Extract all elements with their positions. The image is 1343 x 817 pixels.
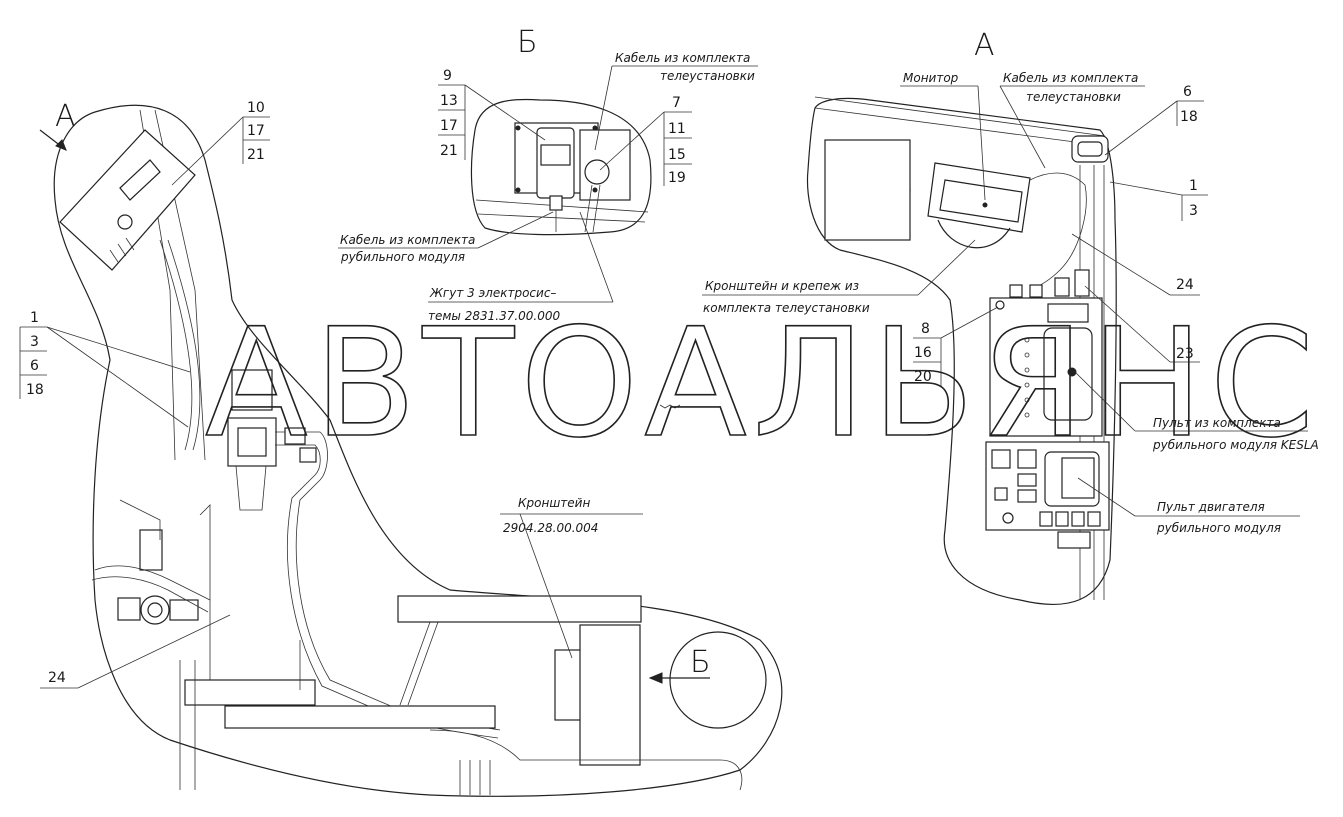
callout-main-top-2: 17 [247, 123, 265, 139]
callout-a-panel-3: 20 [914, 369, 932, 385]
a-cable-tele-text-2: телеустановки [1026, 90, 1121, 104]
callout-main-24: 24 [40, 614, 231, 689]
pipe-coupling-2 [299, 447, 317, 463]
a-panel-text-1: Пульт из комплекта [1153, 416, 1281, 430]
callout-main-top-3: 21 [247, 147, 265, 163]
top-control-box [59, 129, 196, 271]
callout-a-panel: 8 16 20 [913, 306, 999, 386]
main-view-outline [53, 104, 783, 797]
callout-b-right-4: 19 [668, 170, 686, 186]
callout-main-top: 10 17 21 [171, 100, 270, 186]
callout-a-panel-2: 16 [914, 345, 932, 361]
a-engine-text-2: рубильного модуля [1156, 521, 1281, 535]
a-bracket-label: Кронштейн и крепеж из комплекта телеуста… [702, 239, 976, 315]
valve-assembly [91, 499, 211, 701]
base-structure [179, 640, 496, 790]
callout-main-left-2: 3 [30, 334, 39, 350]
stray-mark [659, 404, 681, 409]
b-cable-chip-text-1: Кабель из комплекта [340, 233, 475, 247]
cable-run-1 [159, 239, 193, 451]
hydraulic-cylinder [397, 595, 743, 795]
a-monitor-text: Монитор [903, 71, 959, 85]
callout-b-right-3: 15 [668, 147, 686, 163]
callout-a-mid-2: 3 [1189, 203, 1198, 219]
callout-b-left-3: 17 [440, 118, 458, 134]
view-a-arrow-head [55, 139, 67, 151]
a-bracket-text-2: комплекта телеустановки [703, 301, 870, 315]
callout-b-right: 7 11 15 19 [599, 95, 692, 186]
detail-b-marker-label: Б [690, 645, 711, 680]
pipe-coupling-1 [284, 427, 306, 445]
a-cable-tele-text-1: Кабель из комплекта [1003, 71, 1138, 85]
callout-a-mid-1: 1 [1189, 178, 1198, 194]
callout-main-left-3: 6 [30, 358, 39, 374]
b-cable-tele-text-1: Кабель из комплекта [615, 51, 750, 65]
a-bracket-text-1: Кронштейн и крепеж из [705, 279, 859, 293]
callout-b-left-1: 9 [443, 68, 452, 84]
callout-a-top-1: 6 [1183, 84, 1192, 100]
callout-b-left-2: 13 [440, 93, 458, 109]
b-harness-label: Жгут 3 электросис– темы 2831.37.00.000 [428, 211, 614, 323]
a-panel-kesla-label: Пульт из комплекта рубильного модуля KES… [1074, 371, 1319, 452]
callout-a-panel-1: 8 [921, 321, 930, 337]
view-a-detail-label: А [974, 28, 995, 63]
view-b [470, 98, 652, 236]
a-panel-text-2: рубильного модуля KESLA [1152, 438, 1319, 452]
callout-a-23-num: 23 [1176, 346, 1194, 362]
callout-a-top: 6 18 [1104, 84, 1204, 156]
cable-run-2 [167, 239, 201, 451]
callout-main-top-1: 10 [247, 100, 265, 116]
main-view: Б [39, 104, 783, 797]
callout-main-left-4: 18 [26, 382, 44, 398]
callout-main-left-1: 1 [30, 310, 39, 326]
engine-panel [985, 441, 1110, 549]
callout-main-left: 1 3 6 18 [19, 310, 191, 428]
main-bracket-label: Кронштейн 2904.28.00.004 [500, 496, 643, 659]
b-cable-chip-text-2: рубильного модуля [340, 250, 465, 264]
b-harness-text-2: темы 2831.37.00.000 [428, 309, 561, 323]
a-monitor-label: Монитор [900, 71, 986, 201]
main-bracket-text-2: 2904.28.00.004 [503, 521, 598, 535]
b-harness-text-1: Жгут 3 электросис– [429, 286, 556, 300]
b-cable-tele-label: Кабель из комплекта телеустановки [594, 51, 758, 151]
b-cable-tele-text-2: телеустановки [660, 69, 755, 83]
callout-b-left-4: 21 [440, 143, 458, 159]
callout-a-24: 24 [1071, 233, 1200, 296]
callout-a-24-num: 24 [1176, 277, 1194, 293]
callout-b-left: 9 13 17 21 [438, 68, 546, 160]
junction-box [227, 369, 277, 511]
b-cable-chip-label: Кабель из комплекта рубильного модуля [338, 211, 554, 264]
detail-b-marker: Б [648, 631, 767, 729]
watermark-text: АВТОАЛЬЯНС [205, 297, 1320, 471]
view-a-detail [806, 96, 1117, 606]
callout-b-right-2: 11 [668, 121, 686, 137]
a-engine-text-1: Пульт двигателя [1157, 500, 1265, 514]
callout-b-right-1: 7 [672, 95, 681, 111]
callout-a-23: 23 [1084, 285, 1200, 363]
view-a-label: А [55, 99, 76, 134]
kesla-panel [989, 269, 1103, 437]
a-cable-tele-label: Кабель из комплекта телеустановки [999, 71, 1145, 169]
a-engine-panel-label: Пульт двигателя рубильного модуля [1077, 477, 1300, 535]
main-bracket-text-1: Кронштейн [518, 496, 590, 510]
callout-a-mid: 1 3 [1109, 178, 1208, 221]
view-b-label: Б [517, 25, 538, 60]
callout-a-top-2: 18 [1180, 109, 1198, 125]
callout-main-24-num: 24 [48, 670, 66, 686]
monitor [927, 162, 1031, 249]
